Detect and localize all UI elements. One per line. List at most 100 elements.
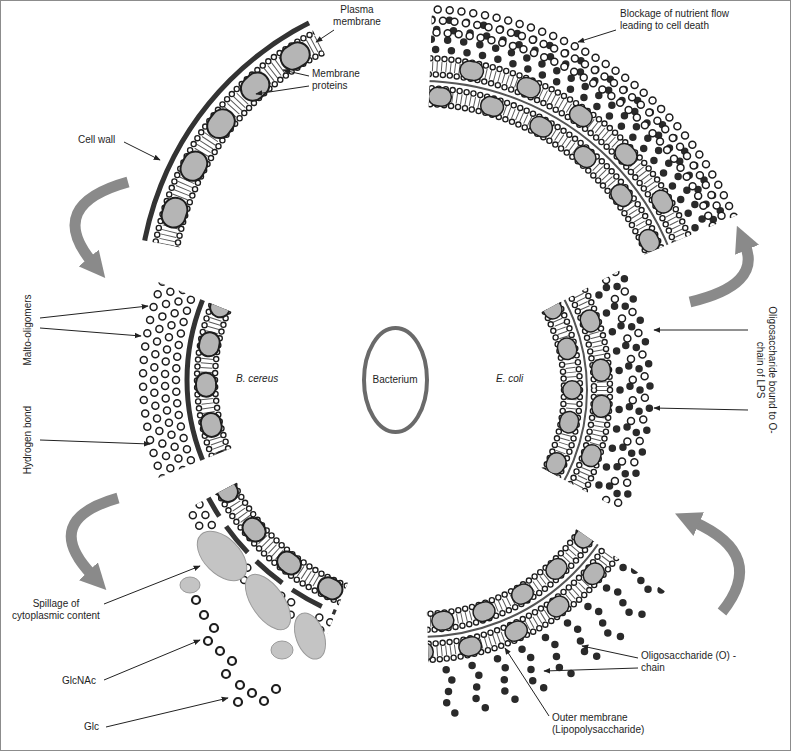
lipid-heads xyxy=(180,175,610,605)
sugar-beads xyxy=(90,20,750,680)
leader-line xyxy=(40,440,150,444)
lipid-tails xyxy=(188,188,652,652)
leader-line xyxy=(654,408,748,410)
lipid-heads xyxy=(144,74,696,626)
sugar-beads xyxy=(143,123,657,637)
cytoplasm-spill xyxy=(237,567,300,638)
lipid-heads xyxy=(196,196,644,644)
free-sugar xyxy=(216,647,224,655)
lipid-heads xyxy=(210,210,630,630)
lipid-heads xyxy=(158,88,682,612)
cytoplasm-spill xyxy=(289,609,332,664)
lipid-tails xyxy=(166,96,674,604)
leader-line xyxy=(505,648,549,716)
lipid-heads xyxy=(174,104,666,596)
oval-outline xyxy=(364,328,427,432)
o-chain-beads xyxy=(147,147,693,693)
membrane-protein xyxy=(218,213,572,567)
lipid-heads xyxy=(210,210,630,630)
membrane-protein xyxy=(218,218,622,622)
lipid-heads xyxy=(196,196,644,644)
gram-negative-envelope xyxy=(140,135,650,645)
lipid-heads xyxy=(226,221,564,559)
gram-positive-envelope xyxy=(143,123,657,637)
cell-wall xyxy=(179,129,681,631)
o-chain-beads xyxy=(89,19,751,681)
sugar-beads xyxy=(90,20,750,680)
lipid-tails xyxy=(206,186,594,574)
o-chain-beads xyxy=(160,155,630,625)
lipid-tails xyxy=(218,218,622,622)
leader-line xyxy=(106,698,228,727)
cytoplasm-spill xyxy=(271,641,293,659)
membrane-protein xyxy=(166,96,674,604)
o-chain-beads xyxy=(109,39,731,661)
leader-line xyxy=(283,70,309,76)
membrane-protein xyxy=(206,186,594,574)
wall-label: Cell wall xyxy=(78,134,124,146)
sugar-beads xyxy=(102,32,738,668)
lipid-heads xyxy=(226,221,564,559)
lipid-heads xyxy=(226,226,614,614)
lipid-heads xyxy=(128,58,712,642)
sugar-beads xyxy=(157,152,633,628)
membrane-protein xyxy=(218,213,572,567)
free-sugar xyxy=(204,637,212,645)
lipid-heads xyxy=(226,226,614,614)
o-chain-beads xyxy=(125,125,715,715)
lipid-tails xyxy=(136,66,704,634)
lipid-heads xyxy=(208,158,652,602)
cytoplasm-spill xyxy=(180,577,200,593)
species-label: B. cereus xyxy=(236,373,296,385)
free-sugar xyxy=(222,670,230,678)
leader-line xyxy=(256,86,309,94)
bond-label: Hydrogen bond xyxy=(22,400,34,480)
free-sugar xyxy=(272,685,280,693)
lipid-heads xyxy=(210,205,580,575)
membrane-label: Plasma membrane xyxy=(322,4,392,28)
o-chain-beads xyxy=(170,165,620,615)
sugar-beads xyxy=(102,32,738,668)
lipid-heads xyxy=(196,191,594,589)
free-sugar xyxy=(228,657,236,665)
free-sugar xyxy=(210,624,218,632)
peptidoglycan-layer xyxy=(203,198,587,582)
peptidoglycan-layer xyxy=(203,203,637,637)
o-chain-beads xyxy=(169,169,671,671)
lipid-tails xyxy=(218,213,572,567)
spill-label: Spillage of cytoplasmic content xyxy=(8,598,104,622)
membrane-protein xyxy=(206,186,594,574)
membrane-protein xyxy=(166,96,674,604)
free-sugar xyxy=(234,698,242,706)
sugar-label: GlcNAc xyxy=(62,675,104,687)
o-chain-beads xyxy=(119,49,721,651)
sugar-beads xyxy=(165,145,635,615)
protein-label: Membrane proteins xyxy=(312,68,374,92)
leader-line xyxy=(104,566,200,604)
curved-arrow xyxy=(75,182,128,262)
binding-label: Oligosaccharide bound to O-chain of LPS xyxy=(754,300,778,440)
lipid-heads xyxy=(208,158,652,602)
leader-line xyxy=(582,646,638,658)
free-sugar xyxy=(260,697,268,705)
free-sugar xyxy=(248,689,256,697)
o-chain-beads xyxy=(99,29,741,671)
gram-negative-envelope xyxy=(125,125,715,715)
species-label: E. coli xyxy=(496,373,546,385)
lipid-heads xyxy=(210,205,580,575)
membrane-protein xyxy=(188,188,652,652)
membrane-protein xyxy=(136,66,704,634)
leader-line xyxy=(40,328,141,336)
membrane-protein xyxy=(188,183,602,597)
membrane-protein xyxy=(136,66,704,634)
lipid-tails xyxy=(188,183,602,597)
membrane-protein xyxy=(218,218,622,622)
node-text: Bacterium xyxy=(372,374,417,386)
sugar-beads xyxy=(145,140,645,640)
free-sugar xyxy=(236,681,244,689)
lipid-heads xyxy=(144,74,696,626)
leader-line xyxy=(654,330,748,331)
sugar-label: Glc xyxy=(84,721,106,733)
o-chain-beads xyxy=(158,158,682,682)
